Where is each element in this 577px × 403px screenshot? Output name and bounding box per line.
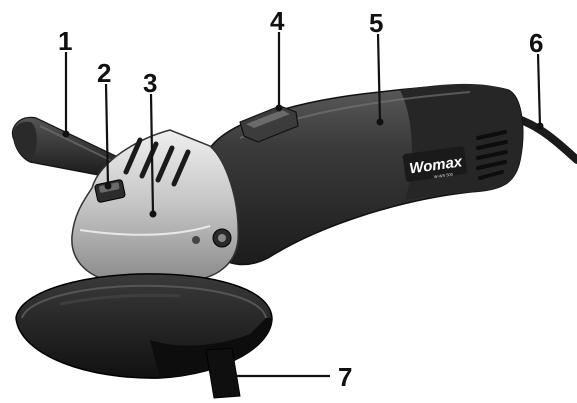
leader-lines [64, 32, 542, 378]
gear-head [71, 129, 239, 283]
leader-line-6 [536, 53, 542, 127]
leader-dots [62, 104, 544, 380]
callout-4-switch: 4 [270, 6, 285, 36]
leader-line-5 [376, 33, 382, 123]
callout-3-gear-head: 3 [143, 68, 157, 98]
callout-7-wheel-guard: 7 [338, 362, 352, 392]
leader-line-3 [149, 93, 155, 215]
model-text: W-WS 500 [433, 172, 454, 180]
callout-5-motor-housing: 5 [369, 8, 383, 38]
callout-2-spindle-lock: 2 [97, 58, 111, 88]
leader-line-2 [104, 83, 110, 187]
callout-1-side-handle: 1 [58, 26, 72, 56]
wheel-guard [15, 273, 273, 399]
power-cable [512, 114, 577, 164]
vent-slots [476, 130, 508, 180]
callout-6-power-cable: 6 [529, 28, 543, 58]
motor-housing: Womax W-WS 500 [197, 83, 524, 266]
brand-plate: Womax W-WS 500 [402, 146, 468, 182]
